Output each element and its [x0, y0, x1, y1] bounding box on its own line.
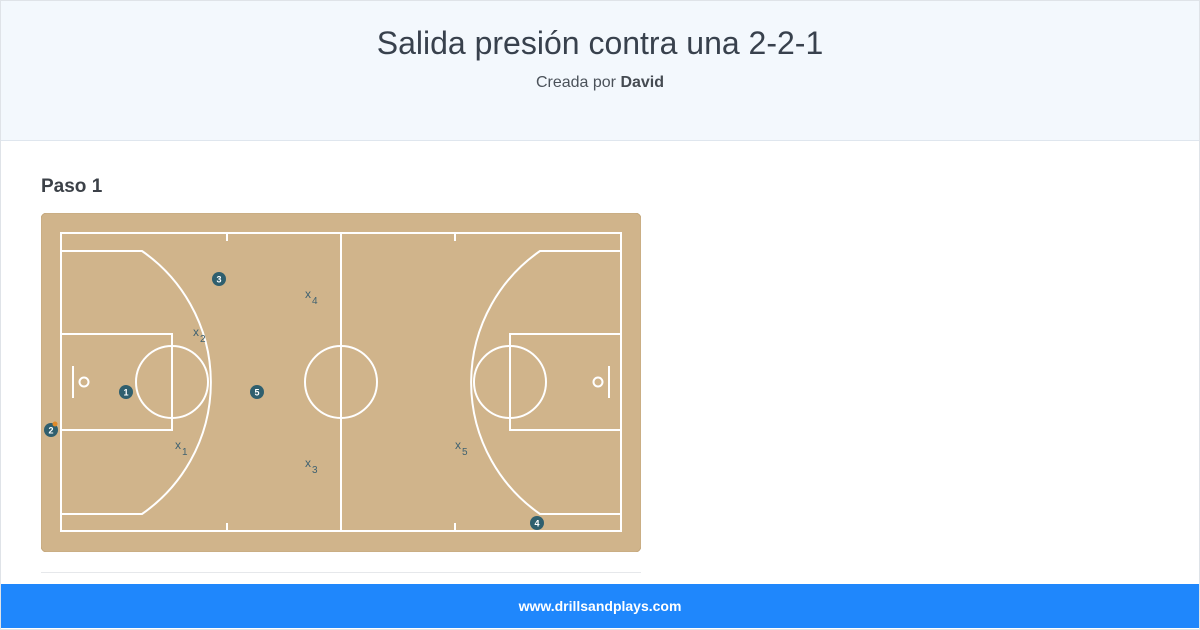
defender-2-sub: 2 — [200, 334, 206, 345]
offense-player-3-label: 3 — [216, 275, 221, 285]
defender-1: x 1 — [175, 438, 188, 458]
court-svg: 1 2 3 4 5 x 1 x 2 — [40, 212, 642, 553]
offense-player-5: 5 — [250, 385, 264, 399]
hoop-right — [592, 376, 604, 388]
defender-5-mark: x — [455, 438, 461, 452]
offense-player-1: 1 — [119, 385, 133, 399]
offense-player-2-label: 2 — [48, 426, 53, 436]
step-title: Paso 1 — [41, 176, 103, 197]
defender-5-sub: 5 — [462, 447, 468, 458]
key-left — [60, 333, 173, 431]
three-point-left — [61, 250, 212, 515]
defender-2: x 2 — [193, 325, 206, 345]
defender-1-sub: 1 — [182, 447, 188, 458]
offense-player-1-label: 1 — [123, 388, 128, 398]
byline-prefix: Creada por — [535, 74, 616, 91]
page-header: Salida presión contra una 2-2-1 Creada p… — [1, 1, 1199, 141]
offense-player-4: 4 — [530, 516, 544, 530]
key-right — [509, 333, 622, 431]
author-name: David — [620, 74, 665, 91]
ball-icon — [52, 421, 58, 427]
defender-5: x 5 — [455, 438, 468, 458]
center-circle — [304, 345, 378, 419]
ft-circle-right — [473, 345, 547, 419]
defender-3: x 3 — [305, 456, 318, 476]
defender-2-mark: x — [193, 325, 199, 339]
offense-player-5-label: 5 — [254, 388, 259, 398]
three-point-right — [470, 250, 621, 515]
page-title: Salida presión contra una 2-2-1 — [376, 25, 824, 61]
footer-bar: www.drillsandplays.com — [1, 584, 1199, 628]
defender-4: x 4 — [305, 287, 318, 307]
defender-4-sub: 4 — [312, 296, 318, 307]
defender-1-mark: x — [175, 438, 181, 452]
court-diagram: 1 2 3 4 5 x 1 x 2 — [40, 212, 642, 553]
byline: Creada por David — [1, 74, 1199, 92]
section-divider — [41, 572, 641, 573]
footer-site-link[interactable]: www.drillsandplays.com — [518, 598, 682, 614]
offense-player-3: 3 — [212, 272, 226, 286]
offense-player-4-label: 4 — [534, 519, 539, 529]
defender-3-mark: x — [305, 456, 311, 470]
defender-3-sub: 3 — [312, 465, 318, 476]
offense-player-2: 2 — [44, 421, 58, 437]
defenders: x 1 x 2 x 3 x 4 x 5 — [175, 287, 468, 476]
defender-4-mark: x — [305, 287, 311, 301]
court-lines — [60, 232, 622, 532]
ft-circle-left — [135, 345, 209, 419]
hoop-left — [78, 376, 90, 388]
